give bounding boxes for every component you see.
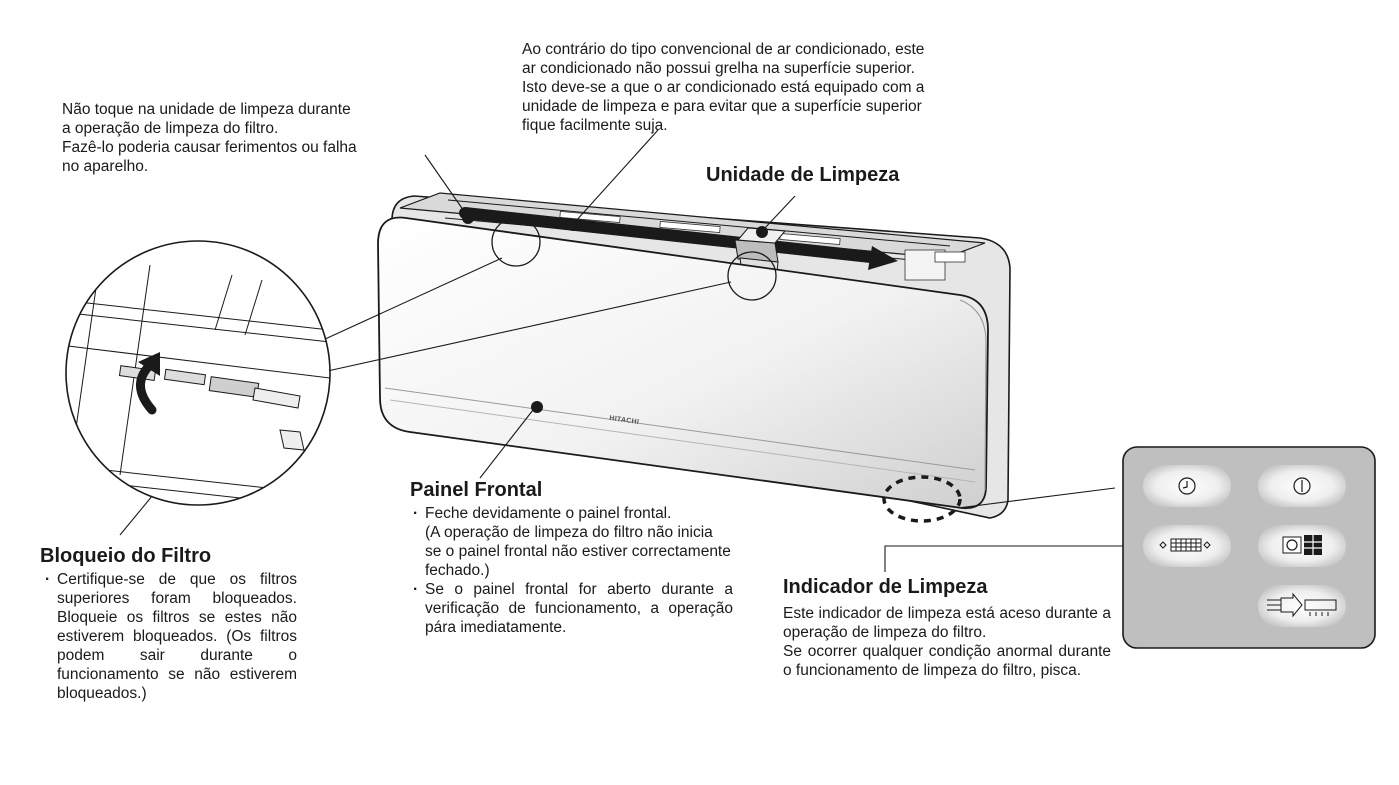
indicator-panel bbox=[1122, 446, 1376, 649]
cleaning-warning: Não toque na unidade de limpeza durante … bbox=[62, 100, 358, 176]
filter-lock-text: Certifique-se de que os filtros superior… bbox=[45, 570, 297, 703]
filter-lock-left-circle bbox=[491, 217, 541, 267]
front-panel-note: (A operação de limpeza do filtro não ini… bbox=[425, 524, 731, 579]
cleaning-unit-warning-point bbox=[462, 212, 474, 224]
front-panel-list: Feche devidamente o painel frontal. (A o… bbox=[413, 504, 733, 637]
top-grill-point bbox=[567, 219, 579, 231]
filter-lock-right-circle bbox=[727, 251, 777, 301]
cleaning-unit-arrow bbox=[459, 207, 886, 264]
front-panel-point bbox=[531, 401, 543, 413]
airflow-icon bbox=[1267, 592, 1337, 618]
top-note-text: Ao contrário do tipo convencional de ar … bbox=[522, 41, 925, 134]
cleaning-warning-line1: Não toque na unidade de limpeza durante … bbox=[62, 101, 351, 137]
cleaning-unit-label: Unidade de Limpeza bbox=[706, 164, 900, 186]
front-panel bbox=[377, 216, 989, 510]
cleaning-indicator-desc: Este indicador de limpeza está aceso dur… bbox=[783, 604, 1111, 680]
cleaning-indicator-line1: Este indicador de limpeza está aceso dur… bbox=[783, 605, 1111, 641]
brand-logo: HITACHI bbox=[609, 415, 640, 426]
mode-icon bbox=[1282, 535, 1322, 555]
timer-indicator bbox=[1143, 465, 1231, 507]
filter-lock-desc: Certifique-se de que os filtros superior… bbox=[45, 570, 297, 703]
lock-rotation-arrow bbox=[136, 360, 157, 415]
indoor-unit: HITACHI bbox=[377, 192, 1011, 523]
timer-icon bbox=[1178, 477, 1196, 495]
cleaning-indicator-line2: Se ocorrer qualquer condição anormal dur… bbox=[783, 643, 1111, 679]
mode-indicator bbox=[1258, 525, 1346, 567]
indicator-location-marker bbox=[882, 475, 962, 523]
front-panel-item: Feche devidamente o painel frontal. bbox=[413, 504, 733, 523]
front-panel-title: Painel Frontal bbox=[410, 479, 543, 501]
filter-cleaning-indicator bbox=[1143, 525, 1231, 567]
top-note: Ao contrário do tipo convencional de ar … bbox=[522, 40, 940, 135]
front-panel-item: Se o painel frontal for aberto durante a… bbox=[413, 580, 733, 637]
filter-lock-detail bbox=[65, 240, 331, 506]
filter-cleaning-icon bbox=[1159, 538, 1211, 552]
power-icon bbox=[1293, 477, 1311, 495]
cleaning-unit-point bbox=[756, 226, 768, 238]
cleaning-indicator-title: Indicador de Limpeza bbox=[783, 576, 988, 598]
cleaning-warning-line2: Fazê-lo poderia causar ferimentos ou fal… bbox=[62, 139, 357, 175]
airflow-indicator bbox=[1258, 585, 1346, 627]
power-indicator bbox=[1258, 465, 1346, 507]
filter-lock-title: Bloqueio do Filtro bbox=[40, 545, 212, 567]
